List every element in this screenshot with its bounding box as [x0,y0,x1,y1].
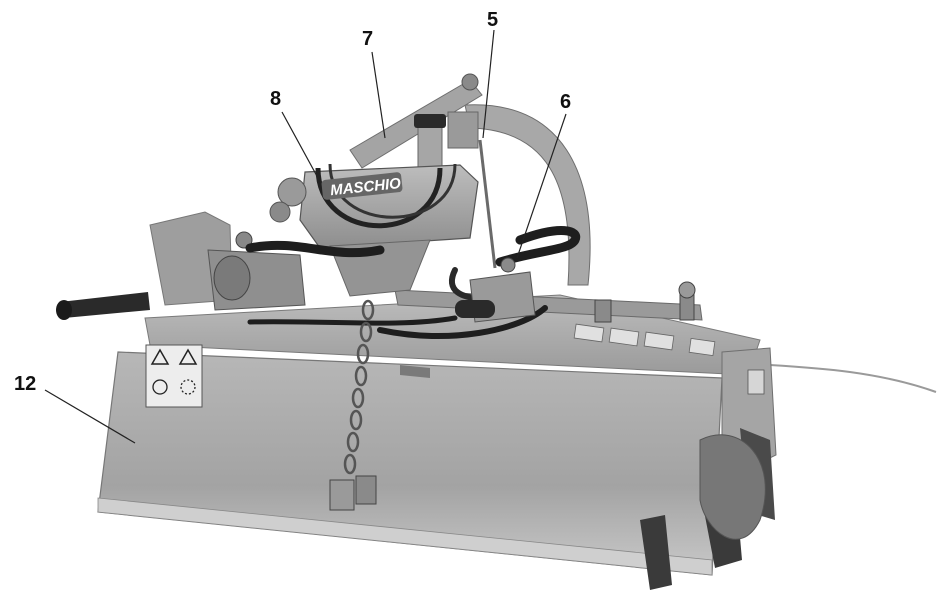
warning-triangle-icon [178,348,198,365]
leader-line-5 [482,29,495,139]
rotor-tine [640,515,672,590]
hydraulic-hose [495,226,581,267]
hood-decal [573,323,605,343]
pto-shaft-end [56,300,72,320]
valve-knob [277,177,307,207]
hood-decal [688,337,716,357]
chain-hook-bracket [355,475,377,505]
leader-line-12 [44,389,136,444]
shield-hinge-bar [400,365,430,378]
leader-line-6 [516,113,567,259]
person-warning-icon [152,379,168,395]
callout-8: 8 [270,88,281,110]
hitch-bracket [447,111,479,149]
pto-shaft [60,292,150,318]
hydraulic-hose [247,315,458,326]
callout-12: 12 [14,373,36,395]
valve-knob [269,201,291,223]
leader-line-8 [281,111,319,179]
chain-hook-bracket [329,479,355,511]
valve-cylinder [455,300,495,318]
motor-cap [213,255,251,301]
hood-decal [608,327,640,347]
adjusting-screw-cap [678,281,696,299]
side-plate-decal [747,369,765,395]
callout-5: 5 [487,9,498,31]
hitch-arch [464,104,591,286]
warning-decal-panel [145,344,203,408]
hood-decal [643,331,675,351]
safety-chain [343,299,375,475]
rotor-disc [699,434,766,540]
cable-line [769,364,937,393]
hitch-pin [461,73,479,91]
tank-filler-cap [414,114,446,128]
warning-triangle-icon [150,348,170,365]
depth-rod [478,139,497,269]
leader-line-7 [371,51,386,139]
frame-bracket [594,299,612,323]
hydraulic-hose [245,240,385,258]
callout-7: 7 [362,28,373,50]
rear-shield-lower-fold [97,497,713,576]
tank-filler-neck [417,124,443,174]
maschio-logo-plate [321,172,403,200]
callout-6: 6 [560,91,571,113]
valve-fitting [500,257,516,273]
rotor-warning-icon [180,379,196,395]
